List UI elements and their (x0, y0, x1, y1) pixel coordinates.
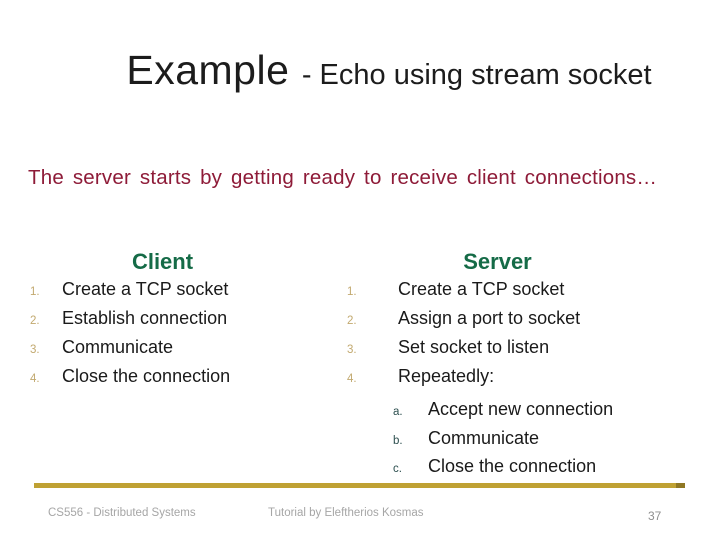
list-item: 4. Close the connection (30, 366, 230, 395)
list-item: 3. Set socket to listen (347, 337, 580, 366)
title-subtitle: - Echo using stream socket (301, 59, 652, 91)
list-marker: 3. (347, 344, 357, 356)
sublist-item-text: Accept new connection (428, 399, 614, 419)
slide-title: Example - Echo using stream socket (58, 47, 720, 94)
list-marker: 2. (30, 315, 40, 327)
sublist-item-text: Close the connection (428, 456, 597, 476)
server-substeps-list: a. Accept new connection b. Communicate … (393, 399, 613, 485)
list-item-text: Set socket to listen (398, 337, 550, 357)
server-column-heading: Server (463, 249, 532, 274)
list-item: 2. Establish connection (30, 308, 230, 337)
list-marker: 4. (30, 373, 40, 385)
sublist-marker: b. (393, 434, 403, 447)
list-item: 4. Repeatedly: (347, 366, 580, 395)
list-item: 1. Create a TCP socket (347, 279, 580, 308)
sublist-marker: a. (393, 406, 403, 418)
sublist-item: a. Accept new connection (393, 399, 613, 428)
list-item-text: Communicate (62, 337, 174, 357)
list-item-text: Establish connection (62, 308, 228, 328)
client-steps-list: 1. Create a TCP socket 2. Establish conn… (30, 279, 230, 395)
list-item: 3. Communicate (30, 337, 230, 366)
client-column-heading: Client (131, 249, 194, 274)
footer-divider (34, 483, 685, 488)
list-marker: 1. (347, 286, 357, 298)
list-item-text: Assign a port to socket (398, 308, 581, 328)
footer-credit-label: Tutorial by Eleftherios Kosmas (268, 507, 424, 519)
list-item: 1. Create a TCP socket (30, 279, 230, 308)
title-main: Example (126, 47, 290, 93)
intro-text: The server starts by getting ready to re… (28, 166, 658, 189)
list-marker: 4. (347, 373, 357, 385)
page-number: 37 (648, 509, 662, 523)
list-marker: 3. (30, 344, 40, 356)
footer-course-label: CS556 - Distributed Systems (48, 507, 196, 519)
sublist-marker: c. (393, 463, 402, 475)
sublist-item: c. Close the connection (393, 456, 613, 485)
list-item-text: Create a TCP socket (62, 279, 229, 299)
list-marker: 1. (30, 286, 40, 298)
list-item-text: Create a TCP socket (398, 279, 565, 299)
list-item-text: Repeatedly: (398, 366, 495, 386)
sublist-item: b. Communicate (393, 428, 613, 457)
list-item-text: Close the connection (62, 366, 231, 386)
sublist-item-text: Communicate (428, 427, 540, 448)
server-steps-list: 1. Create a TCP socket 2. Assign a port … (347, 279, 580, 395)
list-marker: 2. (347, 315, 357, 327)
list-item: 2. Assign a port to socket (347, 308, 580, 337)
